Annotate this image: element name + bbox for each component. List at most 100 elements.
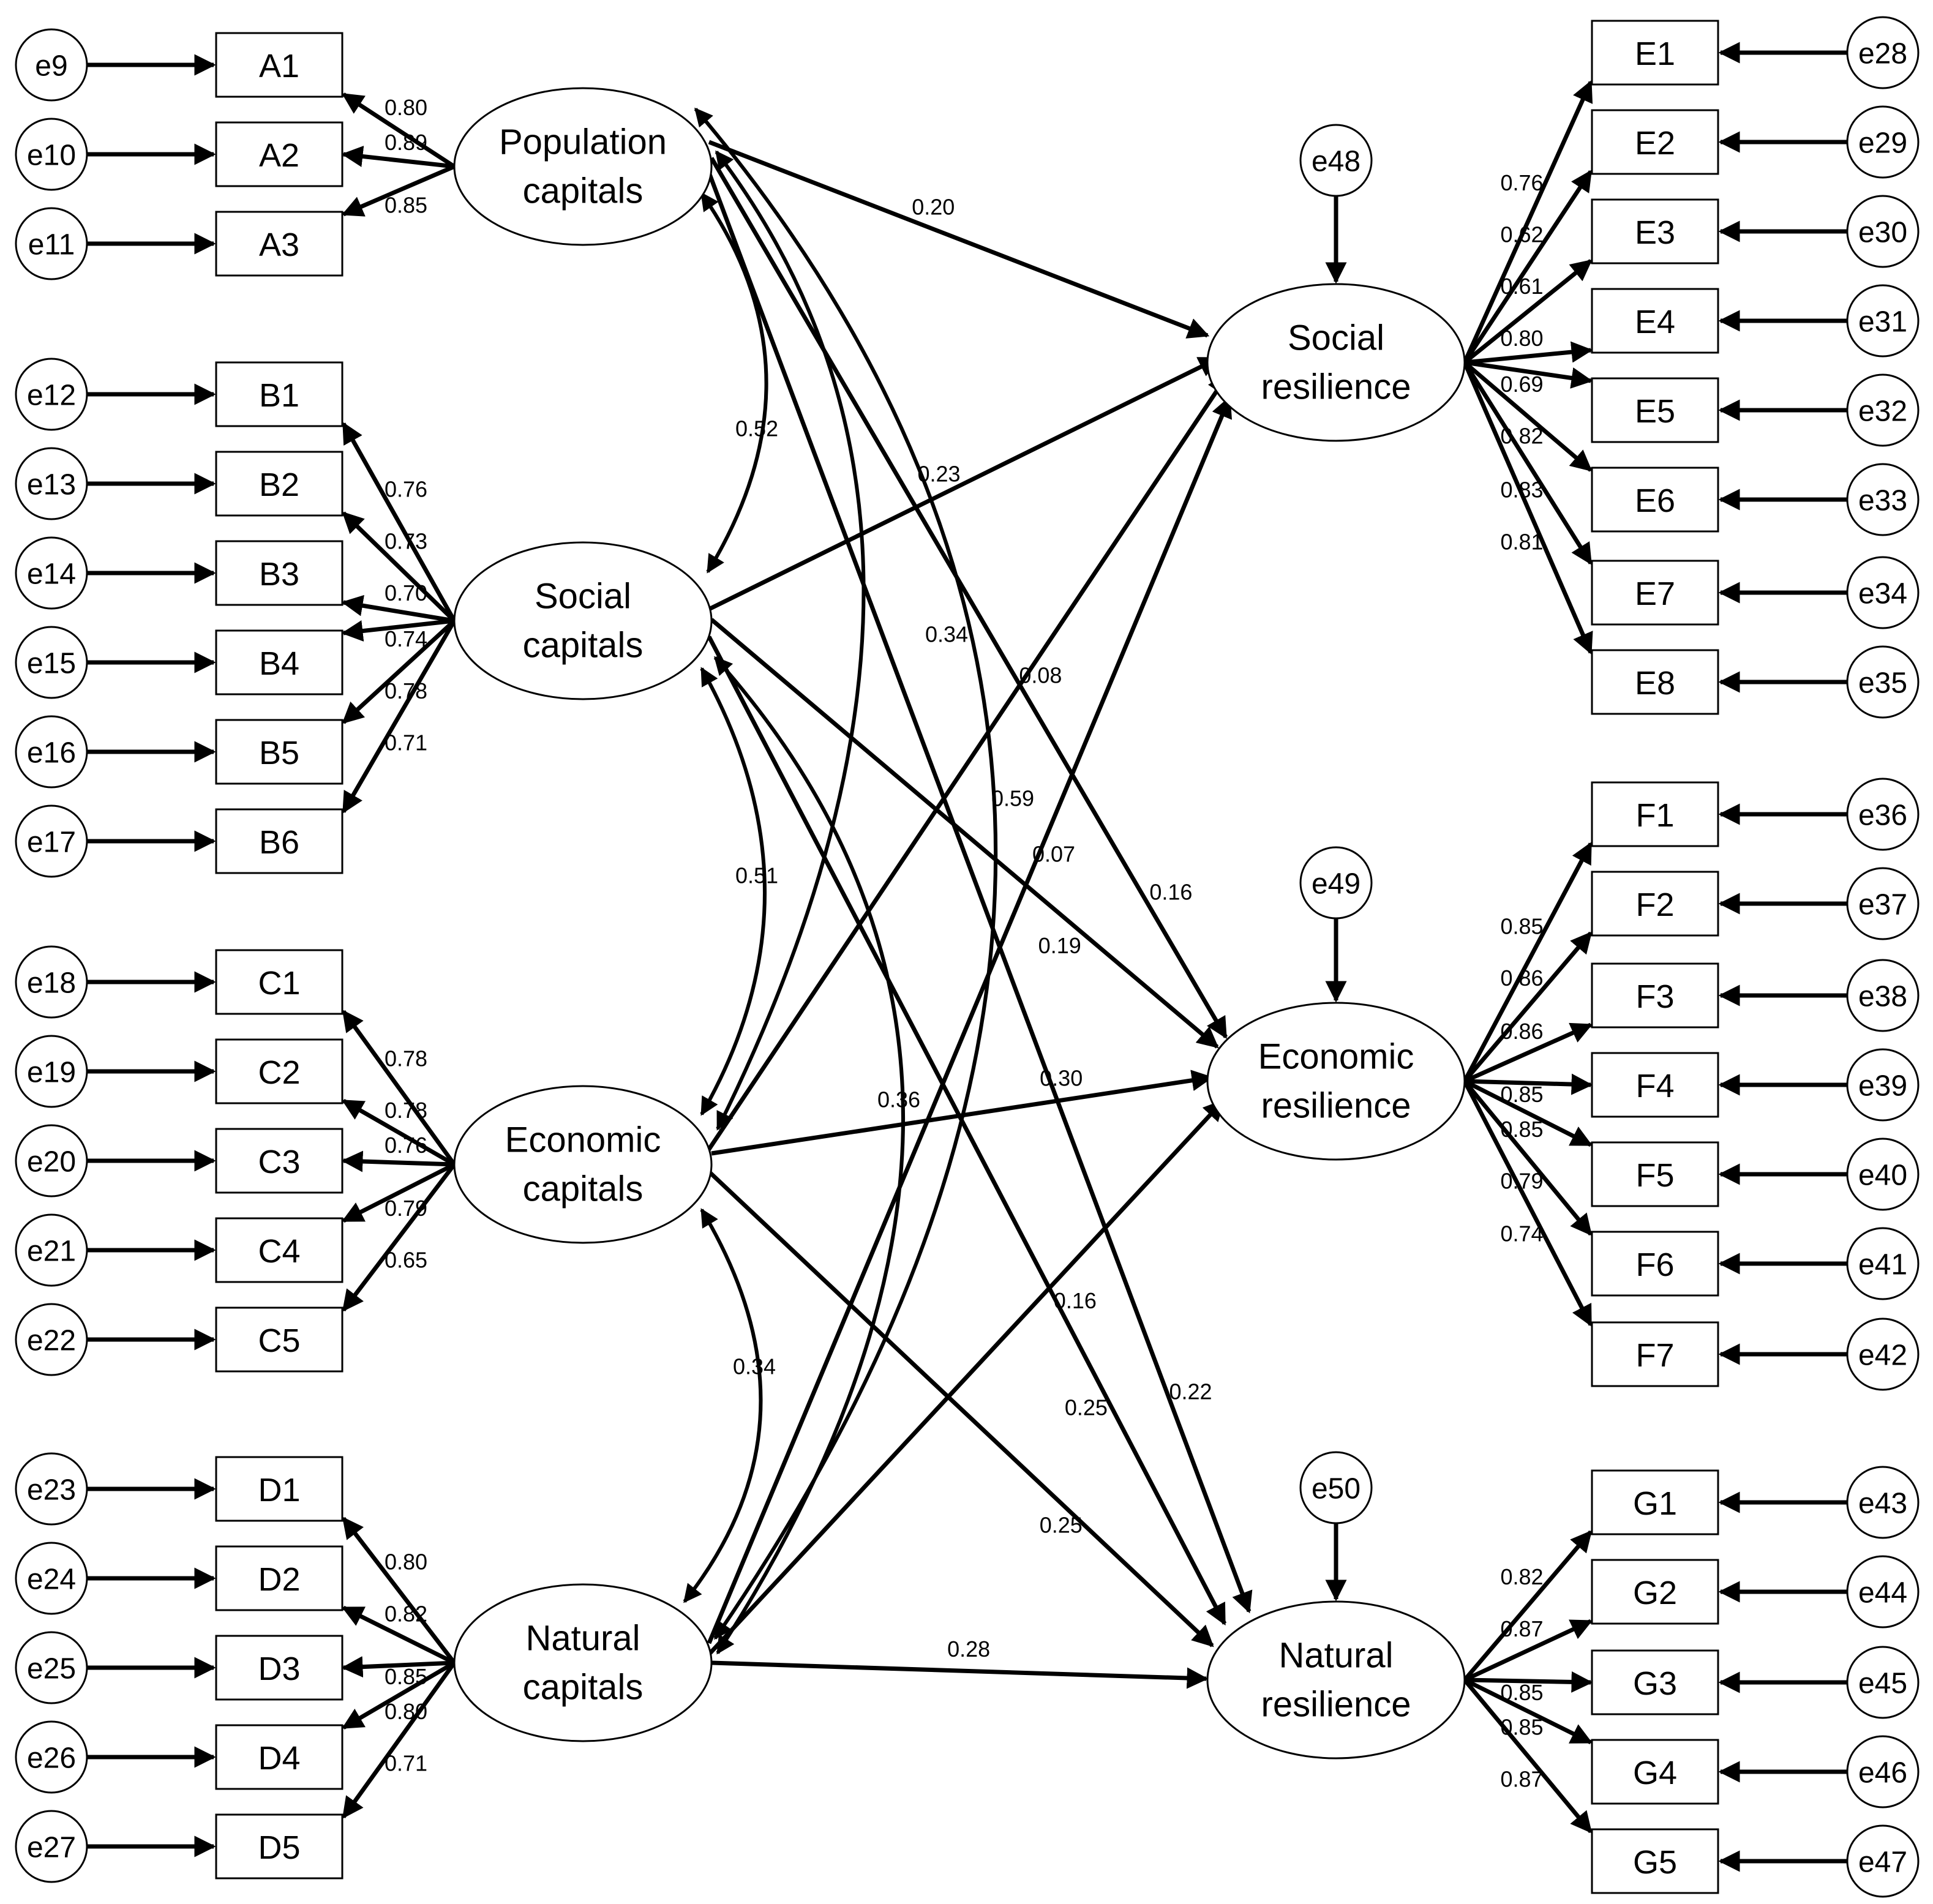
- indicator-label-G5: G5: [1633, 1844, 1677, 1881]
- loading-arrow-E7: [1463, 361, 1593, 565]
- path-eco-natres: [706, 1169, 1214, 1647]
- indicator-label-F5: F5: [1635, 1157, 1674, 1194]
- error-circle-e44: [1846, 1555, 1920, 1629]
- path-nat-socres: [707, 395, 1233, 1644]
- path-soc-ecores: [710, 618, 1219, 1049]
- latent-label-pop-line2: capitals: [523, 171, 644, 211]
- indicator-label-B3: B3: [259, 556, 299, 593]
- residual-label-e50: e50: [1312, 1473, 1361, 1505]
- error-circle-e22: [15, 1303, 88, 1376]
- error-circle-e36: [1846, 778, 1920, 851]
- error-label-e22: e22: [27, 1325, 76, 1357]
- error-label-e23: e23: [27, 1474, 76, 1507]
- indicator-label-B4: B4: [259, 645, 299, 682]
- loading-value-B1: 0.76: [385, 477, 427, 502]
- correlation-pop-soc: [700, 192, 768, 574]
- loading-value-D1: 0.80: [385, 1550, 427, 1575]
- loading-arrow-B6: [341, 620, 457, 814]
- error-label-e33: e33: [1858, 485, 1907, 517]
- loading-arrow-F2: [1463, 931, 1593, 1083]
- indicator-box-E4: [1591, 288, 1719, 354]
- error-label-e14: e14: [27, 558, 76, 591]
- loading-value-B2: 0.73: [385, 528, 427, 553]
- loading-value-E7: 0.83: [1500, 478, 1543, 503]
- indicator-label-C1: C1: [258, 965, 300, 1002]
- error-label-e40: e40: [1858, 1160, 1907, 1192]
- indicator-box-B6: [215, 808, 343, 874]
- indicator-box-A2: [215, 121, 343, 187]
- indicator-box-A1: [215, 32, 343, 98]
- latent-label-socres-line2: resilience: [1261, 367, 1411, 407]
- error-circle-e34: [1846, 556, 1920, 629]
- error-label-e15: e15: [27, 648, 76, 680]
- indicator-box-A3: [215, 211, 343, 277]
- loading-value-F1: 0.85: [1500, 913, 1543, 939]
- error-label-e41: e41: [1858, 1249, 1907, 1281]
- path-nat-natres: [711, 1660, 1209, 1689]
- error-circle-e12: [15, 358, 88, 431]
- loading-arrow-C5: [342, 1163, 456, 1312]
- indicator-label-F6: F6: [1635, 1246, 1674, 1283]
- error-label-e45: e45: [1858, 1668, 1907, 1700]
- error-circle-e16: [15, 715, 88, 789]
- loading-arrow-E8: [1462, 361, 1593, 655]
- correlation-value-pop-soc: 0.52: [735, 416, 778, 441]
- indicator-box-F4: [1591, 1052, 1719, 1118]
- error-label-e44: e44: [1858, 1577, 1907, 1610]
- path-value-eco-ecores: 0.30: [1040, 1066, 1083, 1091]
- loading-arrow-D3: [341, 1656, 455, 1678]
- correlation-soc-nat: [713, 656, 905, 1655]
- loading-value-G3: 0.85: [1500, 1680, 1543, 1705]
- loading-value-A2: 0.89: [385, 130, 427, 155]
- indicator-label-B2: B2: [259, 467, 299, 503]
- error-circle-e13: [15, 447, 88, 520]
- indicator-label-G2: G2: [1633, 1575, 1677, 1611]
- loading-value-E1: 0.76: [1500, 170, 1543, 195]
- path-value-pop-natres: 0.22: [1169, 1379, 1212, 1404]
- latent-ecores: [1206, 1002, 1466, 1161]
- loading-value-E4: 0.80: [1500, 326, 1543, 351]
- latent-pop: [453, 87, 713, 246]
- indicator-label-E4: E4: [1635, 304, 1675, 340]
- indicator-box-D3: [215, 1635, 343, 1701]
- indicator-box-D4: [215, 1724, 343, 1790]
- indicator-label-F2: F2: [1635, 886, 1674, 923]
- loading-value-B3: 0.70: [385, 580, 427, 605]
- indicator-label-A2: A2: [259, 137, 299, 174]
- indicator-label-D4: D4: [258, 1740, 300, 1777]
- indicator-label-E8: E8: [1635, 665, 1675, 702]
- latent-soc: [453, 541, 713, 700]
- loading-arrow-E1: [1462, 80, 1593, 364]
- loading-value-F5: 0.85: [1500, 1117, 1543, 1142]
- indicator-label-G4: G4: [1633, 1755, 1677, 1791]
- indicator-box-G5: [1591, 1828, 1719, 1894]
- error-label-e29: e29: [1858, 127, 1907, 160]
- loading-arrow-E2: [1463, 170, 1593, 364]
- loading-arrow-F4: [1464, 1073, 1593, 1095]
- indicator-box-F5: [1591, 1141, 1719, 1207]
- error-circle-e31: [1846, 284, 1920, 358]
- error-label-e17: e17: [27, 826, 76, 859]
- residual-circle-e48: [1299, 124, 1373, 197]
- path-value-nat-ecores: 0.16: [1054, 1288, 1097, 1313]
- path-value-nat-natres: 0.28: [947, 1636, 990, 1662]
- loading-arrow-E4: [1464, 341, 1593, 365]
- error-circle-e37: [1846, 867, 1920, 940]
- indicator-box-E2: [1591, 109, 1719, 175]
- loading-arrow-D2: [341, 1605, 456, 1665]
- error-label-e31: e31: [1858, 306, 1907, 339]
- indicator-box-B1: [215, 361, 343, 427]
- error-circle-e17: [15, 804, 88, 878]
- error-circle-e29: [1846, 105, 1920, 179]
- error-label-e26: e26: [27, 1742, 76, 1775]
- error-label-e11: e11: [28, 229, 75, 261]
- indicator-label-B6: B6: [259, 824, 299, 861]
- indicator-box-B2: [215, 451, 343, 517]
- indicator-box-E6: [1591, 467, 1719, 533]
- indicator-box-G4: [1591, 1739, 1719, 1805]
- path-value-soc-ecores: 0.19: [1038, 933, 1081, 958]
- latent-label-ecores-line2: resilience: [1261, 1086, 1411, 1126]
- indicator-label-C4: C4: [258, 1233, 300, 1270]
- indicator-box-E3: [1591, 198, 1719, 264]
